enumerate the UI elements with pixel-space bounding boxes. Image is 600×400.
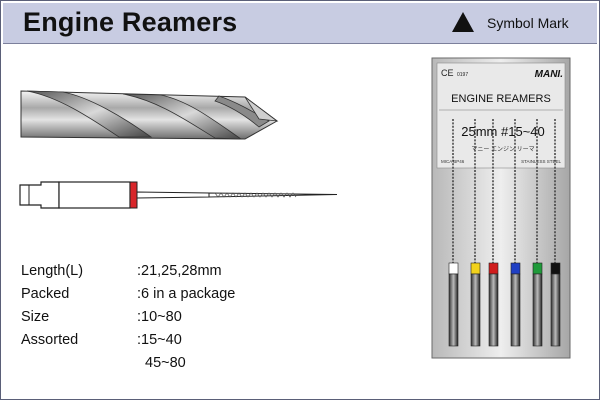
reamer-set xyxy=(448,119,561,347)
reamer-shank xyxy=(550,273,561,347)
reamer-shank xyxy=(470,273,481,347)
spec-label: Assorted xyxy=(21,332,79,348)
header-bar: Engine Reamers Symbol Mark xyxy=(3,3,597,44)
size-label: 25mm #15~40 xyxy=(461,124,544,139)
spec-value: :10~80 xyxy=(137,309,182,325)
reamer-color-band xyxy=(532,262,543,275)
kana-label: マニー エンジン リーマ xyxy=(471,146,534,153)
brand-label: MANI. xyxy=(535,69,563,80)
reamer-shank xyxy=(488,273,499,347)
spec-label: Packed xyxy=(21,286,70,302)
material-right-label: STAINLESS STEEL xyxy=(521,159,561,164)
reamer-shank xyxy=(448,273,459,347)
reamer-color-band xyxy=(470,262,481,275)
spec-value: :15~40 xyxy=(137,332,182,348)
spec-value: :6 in a package xyxy=(137,286,236,302)
reamer-shank xyxy=(532,273,543,347)
symbol-mark-label: Symbol Mark xyxy=(487,15,569,31)
triangle-symbol-icon xyxy=(452,12,474,32)
reamer-shank xyxy=(510,273,521,347)
reamer-tip-illustration xyxy=(20,90,279,140)
page-title: Engine Reamers xyxy=(23,7,238,37)
product-label: ENGINE REAMERS xyxy=(451,93,551,105)
reamer-instrument-illustration xyxy=(19,181,338,209)
ce-mark: CE xyxy=(441,68,454,78)
spec-label: Length(L) xyxy=(21,263,84,279)
reamer-color-band xyxy=(448,262,459,275)
spec-value: 45~80 xyxy=(145,355,186,371)
spec-label: Size xyxy=(21,309,50,325)
reamer-color-band xyxy=(550,262,561,275)
reamer-color-band xyxy=(488,262,499,275)
spec-value: :21,25,28mm xyxy=(137,263,222,279)
reamer-color-band xyxy=(510,262,521,275)
ce-code: 0197 xyxy=(457,72,468,78)
package-photo: CE 0197 MANI. ENGINE REAMERS 25mm #15~40… xyxy=(431,57,571,359)
